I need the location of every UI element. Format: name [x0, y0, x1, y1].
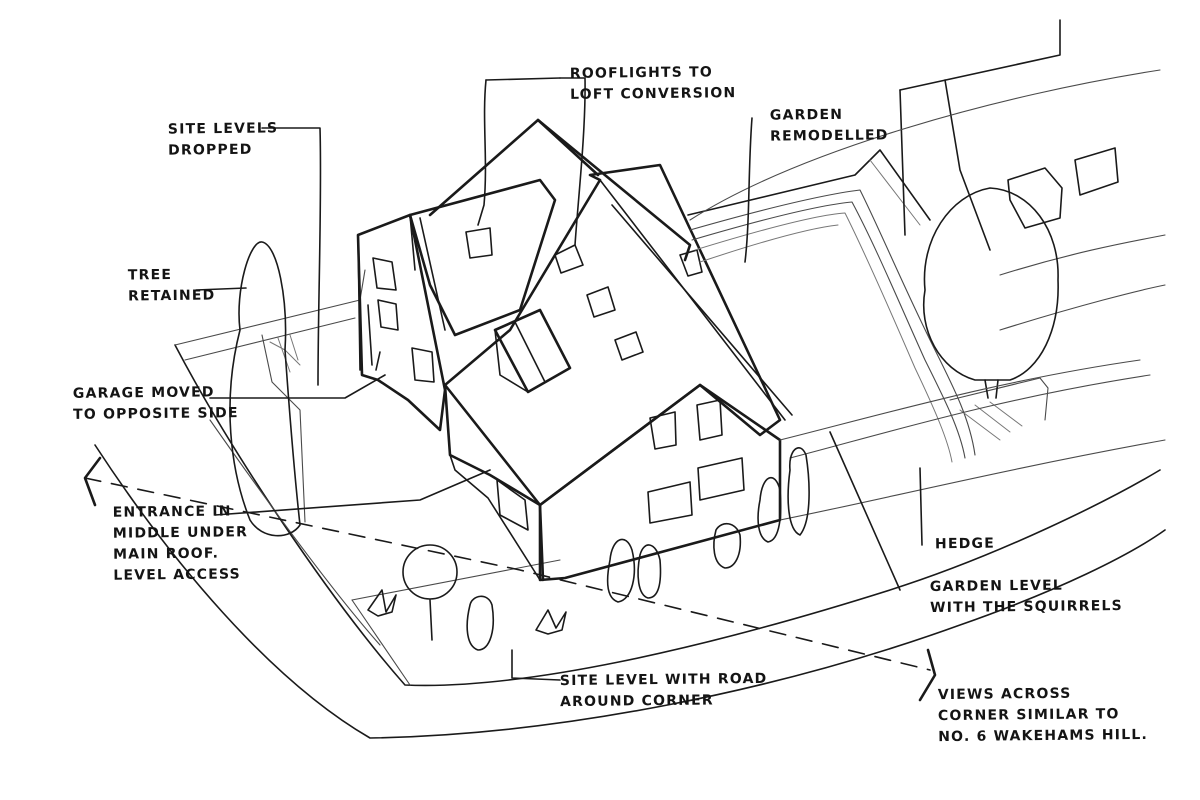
label-site-level-road: SITE LEVEL WITH ROAD AROUND CORNER: [559, 670, 768, 711]
house-left-wing: [356, 213, 447, 432]
main-roof: [428, 118, 793, 507]
label-views-across: VIEWS ACROSS CORNER SIMILAR TO NO. 6 WAK…: [937, 685, 1149, 746]
rooflight: [586, 286, 616, 318]
left-gable-roof: [408, 178, 557, 337]
front-block-side: [443, 383, 542, 581]
neighbour-house: [689, 19, 1166, 331]
dormer: [493, 308, 572, 394]
label-rooflights: ROOFLIGHTS TO LOFT CONVERSION: [569, 64, 737, 103]
tree-retained-drawing: [229, 241, 301, 537]
site-boundary: [174, 269, 561, 686]
shrubs: [367, 447, 810, 651]
label-entrance: ENTRANCE IN MIDDLE UNDER MAIN ROOF. LEVE…: [112, 503, 249, 584]
hedge-line: [779, 359, 1166, 521]
label-garden-level: GARDEN LEVEL WITH THE SQUIRRELS: [929, 577, 1123, 617]
label-garage-moved: GARAGE MOVED TO OPPOSITE SIDE: [72, 384, 239, 423]
garden-tree-drawing: [923, 187, 1059, 399]
label-garden-remodelled: GARDEN REMODELLED: [769, 106, 889, 145]
label-hedge: HEDGE: [934, 535, 996, 553]
rooflight: [465, 227, 493, 259]
rooflight: [554, 244, 584, 274]
leader-lines: [195, 77, 923, 681]
label-site-levels-dropped: SITE LEVELS DROPPED: [167, 120, 279, 159]
view-sightline: [83, 456, 937, 702]
label-tree-retained: TREE RETAINED: [127, 266, 216, 305]
front-gable: [538, 383, 782, 582]
rooflight: [614, 331, 644, 361]
